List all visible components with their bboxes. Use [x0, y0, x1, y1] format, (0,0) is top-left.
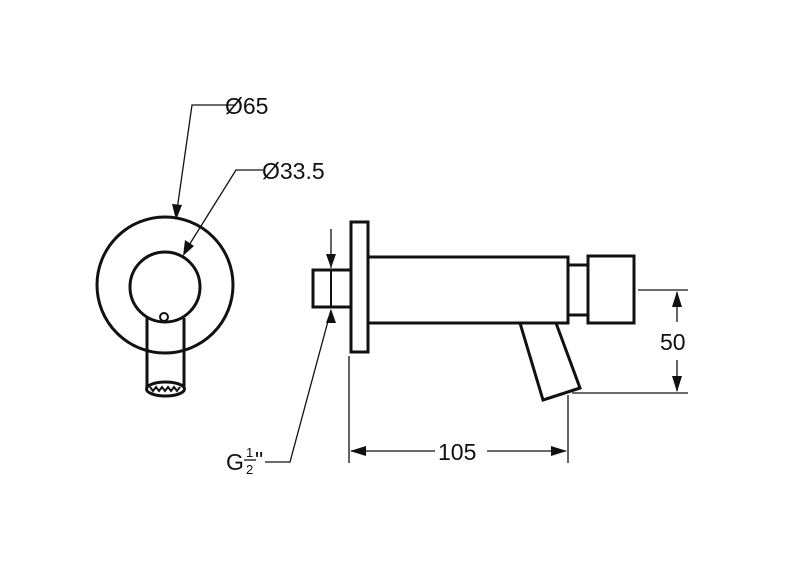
- push-button-cap: [586, 254, 636, 325]
- thread-fraction-denominator: 2: [246, 462, 253, 477]
- thread-callout: G 1 2 ": [226, 229, 336, 477]
- outer-diameter-arrow: [172, 204, 182, 220]
- side-view: [311, 220, 636, 402]
- length-label: 105: [438, 439, 476, 465]
- thread-arrow-top: [326, 254, 336, 268]
- spout-aerator-teeth: [149, 385, 181, 393]
- thread-arrow-bottom: [326, 309, 336, 323]
- outer-diameter-label: Ø65: [225, 93, 268, 119]
- height-arrow-top: [672, 291, 682, 307]
- wall-flange: [349, 220, 370, 354]
- length-arrow-right: [551, 446, 567, 456]
- thread-inch-mark: ": [255, 447, 263, 473]
- length-dimension: 105: [348, 356, 569, 465]
- main-body: [366, 255, 570, 325]
- cap-collar: [566, 263, 590, 317]
- height-label: 50: [660, 329, 686, 355]
- front-view: [95, 215, 235, 398]
- thread-leader: [265, 309, 332, 463]
- outer-diameter-leader: [176, 104, 236, 211]
- thread-size-label: G: [226, 449, 244, 475]
- inner-body-circle: [128, 250, 202, 324]
- length-arrow-left: [350, 446, 366, 456]
- diameter-leaders: Ø65 Ø33.5: [172, 93, 325, 256]
- angled-spout: [518, 322, 582, 402]
- spout-tip: [542, 386, 581, 402]
- inner-diameter-label: Ø33.5: [262, 158, 325, 184]
- inner-diameter-leader: [185, 169, 263, 251]
- screw-hole: [159, 312, 169, 322]
- inner-diameter-arrow: [183, 240, 194, 256]
- outer-flange-circle: [95, 215, 235, 355]
- spout-outlet: [145, 380, 186, 398]
- height-arrow-bottom: [672, 376, 682, 392]
- thread-fraction-numerator: 1: [246, 445, 253, 460]
- height-dimension: 50: [572, 289, 688, 394]
